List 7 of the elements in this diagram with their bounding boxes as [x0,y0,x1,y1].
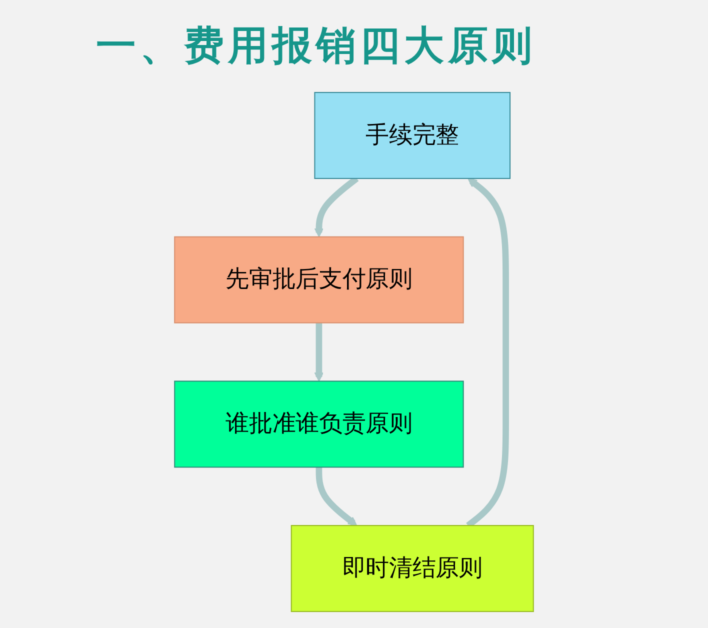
node-box: 手续完整 [314,92,511,179]
node-box: 即时清结原则 [290,525,534,612]
arrow [316,467,358,526]
arrow [314,322,324,382]
node-box: 先审批后支付原则 [174,236,464,324]
title: 一、费用报销四大原则 [95,22,536,70]
node-box: 谁批准谁负责原则 [174,380,464,468]
